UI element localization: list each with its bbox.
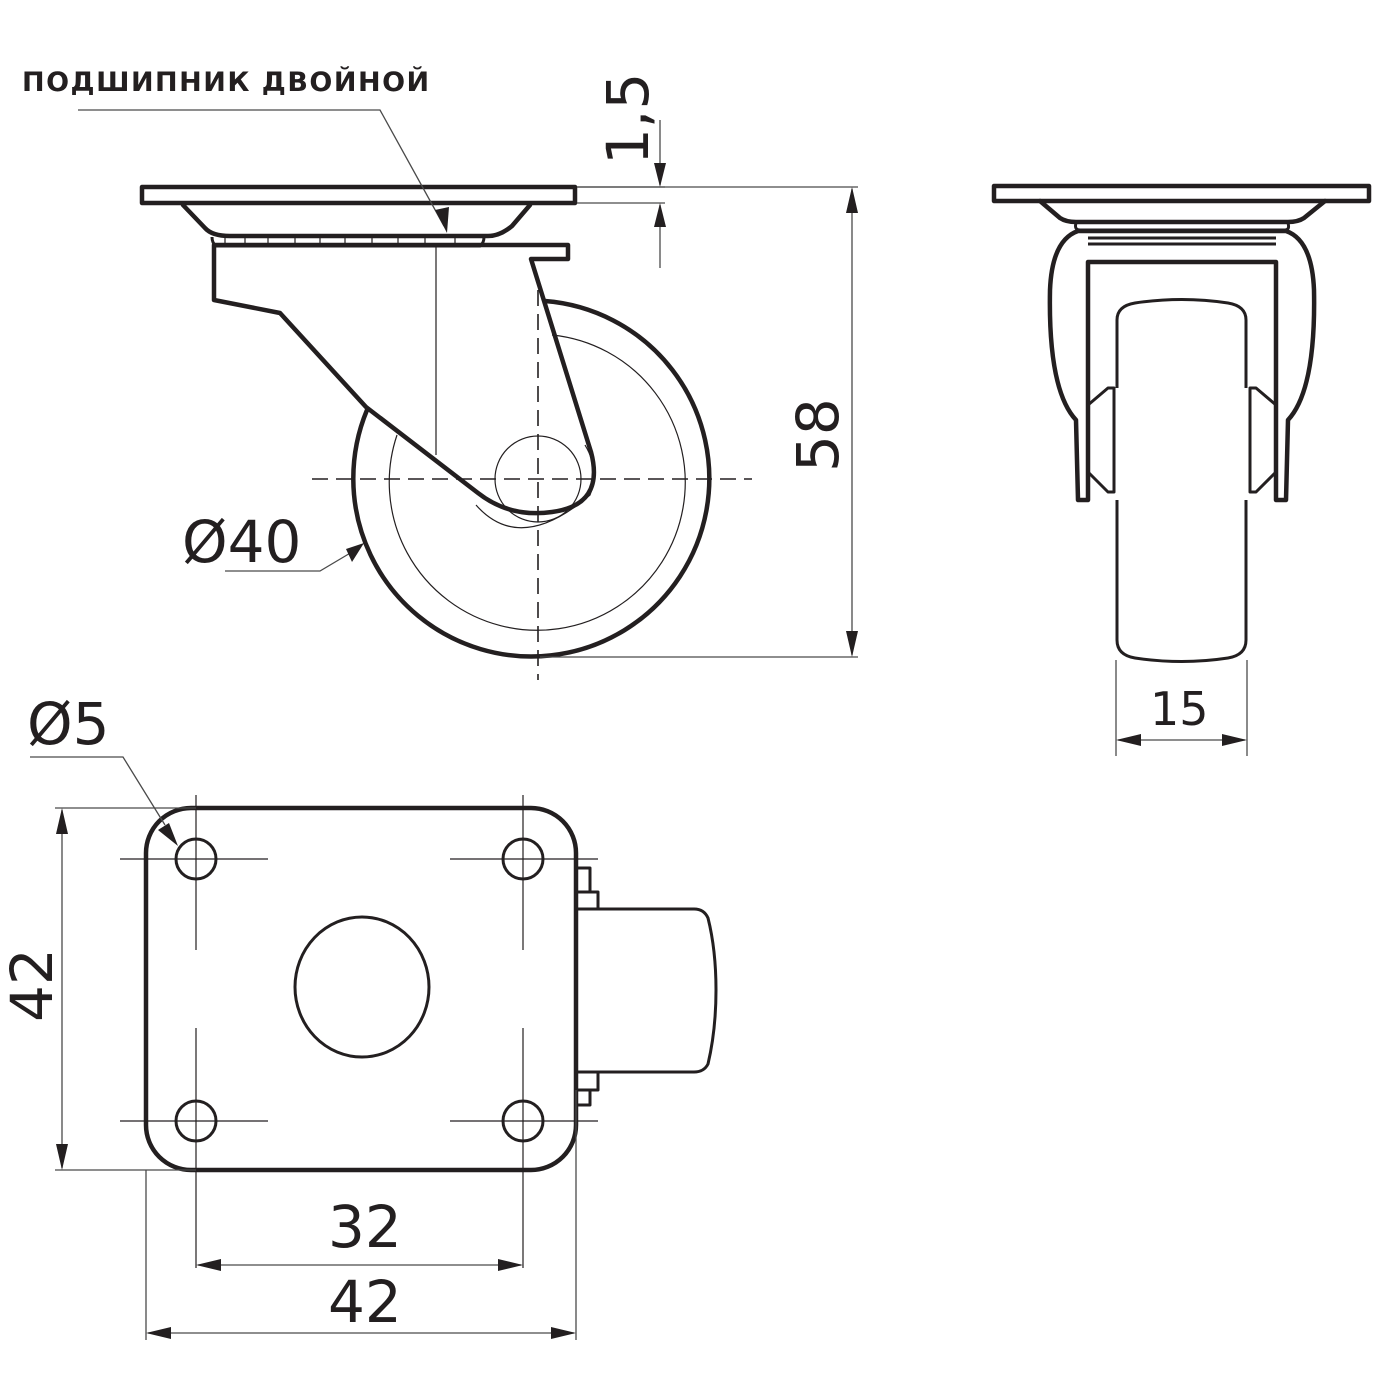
wheel-upper [1115, 298, 1248, 388]
arrow-icon [56, 1144, 68, 1170]
bearing-leader [78, 109, 445, 227]
axle-washer [475, 444, 595, 529]
plate-height-label: 42 [0, 948, 66, 1022]
fork-bracket [211, 242, 597, 516]
arrow-icon [1222, 734, 1247, 746]
arrow-icon [846, 631, 858, 657]
hole-leader [30, 756, 166, 826]
wheel-top [578, 907, 718, 1074]
wheel-width-label: 15 [1150, 682, 1209, 736]
hole-spacing-label: 32 [328, 1193, 402, 1261]
plate-outline [143, 805, 579, 1173]
wheel-lower [1115, 500, 1248, 663]
plate-boss [1037, 198, 1328, 225]
wheel-diameter-label: Ø40 [182, 508, 301, 576]
arrow-icon [498, 1259, 523, 1271]
wheel-hub-ring [388, 334, 686, 631]
arrow-icon [346, 543, 364, 562]
wheel-outer [351, 298, 712, 659]
bearing-label: ПОДШИПНИК ДВОЙНОЙ [22, 66, 431, 98]
arrow-icon [846, 187, 858, 213]
hole-diameter-label: Ø5 [27, 690, 110, 758]
arrow-icon [654, 163, 666, 187]
diameter-leader [225, 551, 353, 572]
arrow-icon [654, 203, 666, 227]
arrow-icon [158, 823, 178, 846]
plate-thickness-label: 1,5 [594, 73, 662, 165]
plate-width-label: 42 [328, 1268, 402, 1336]
hole-crosshairs [120, 795, 598, 1268]
arrow-icon [196, 1259, 221, 1271]
arrow-icon [56, 808, 68, 834]
bushing-right [1248, 386, 1278, 494]
side-view: ПОДШИПНИК ДВОЙНОЙ 1,5 58 Ø40 [22, 66, 858, 680]
center-hole [293, 915, 431, 1059]
top-view: Ø5 42 32 42 [0, 690, 718, 1340]
tab [578, 1070, 600, 1092]
fork-front [1047, 228, 1317, 503]
mounting-plate [139, 184, 578, 206]
arrow-icon [146, 1327, 171, 1339]
arrow-icon [551, 1327, 576, 1339]
plate-boss [180, 202, 533, 239]
bushing-left [1086, 386, 1116, 494]
arrow-icon [435, 207, 449, 233]
total-height-label: 58 [784, 398, 852, 472]
mounting-plate [991, 183, 1372, 204]
tab [578, 890, 600, 911]
arrow-icon [1116, 734, 1141, 746]
front-view: 15 [991, 183, 1372, 756]
tab [578, 866, 592, 1107]
